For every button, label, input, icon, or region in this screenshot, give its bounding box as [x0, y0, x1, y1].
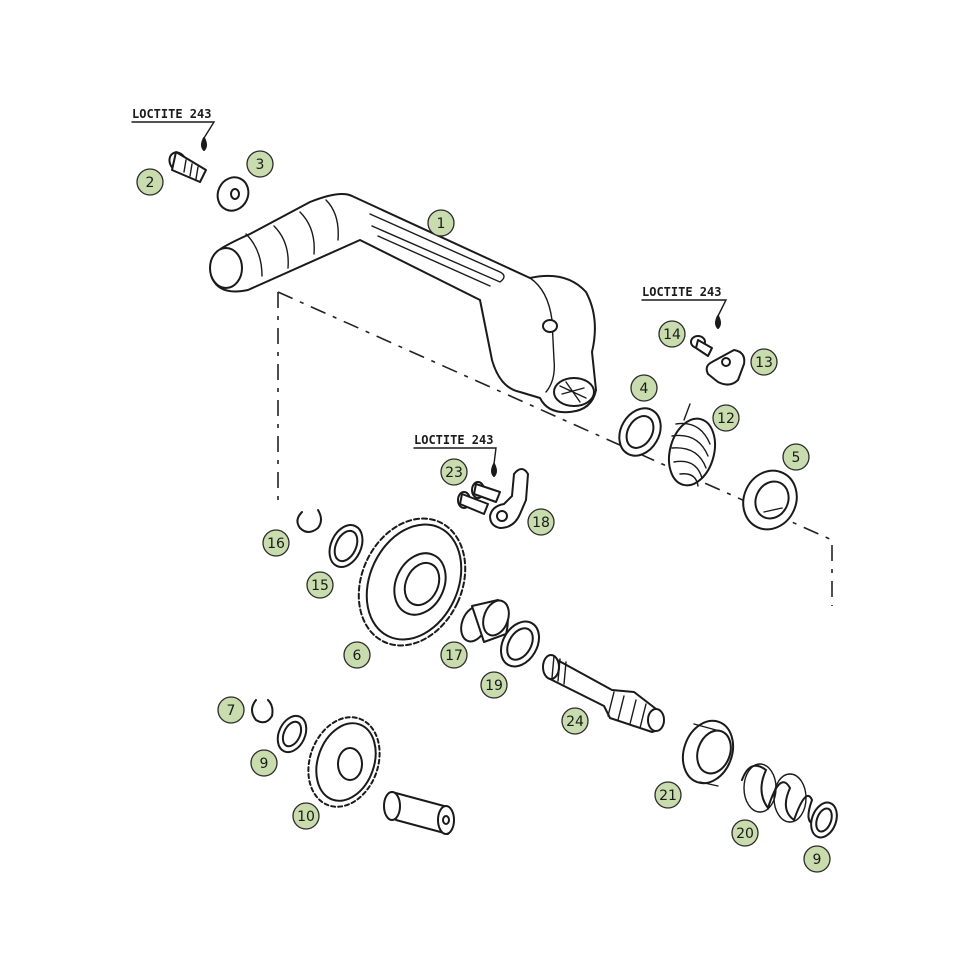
callout-circle [427, 209, 455, 237]
callout-circle [561, 707, 589, 735]
callout-9: 9 [803, 845, 831, 873]
sleeve [383, 791, 455, 835]
callout-1: 1 [427, 209, 455, 237]
callout-number: 15 [311, 578, 329, 594]
callout-9: 9 [250, 749, 278, 777]
callout-number: 9 [813, 852, 822, 868]
callout-number: 2 [146, 175, 155, 191]
callout-number: 6 [353, 648, 362, 664]
callout-6: 6 [343, 641, 371, 669]
callout-circle [440, 641, 468, 669]
callout-number: 10 [297, 809, 315, 825]
bolts [457, 481, 501, 515]
callout-circle [731, 819, 759, 847]
callout-2: 2 [136, 168, 164, 196]
circlip [296, 509, 322, 533]
kickstarter-gear [357, 517, 467, 647]
callout-20: 20 [731, 819, 759, 847]
callout-10: 10 [292, 802, 320, 830]
assembly-guide-line [277, 291, 833, 606]
callout-circle [292, 802, 320, 830]
callout-15: 15 [306, 571, 334, 599]
callout-number: 16 [267, 536, 285, 552]
callout-number: 9 [260, 756, 269, 772]
washer-right [810, 801, 838, 839]
idler-gear [307, 716, 381, 808]
callout-13: 13 [750, 348, 778, 376]
callout-number: 24 [566, 714, 584, 730]
washer-left [276, 714, 308, 754]
spring-cover [742, 469, 798, 531]
torsion-spring [667, 403, 717, 487]
washer [216, 176, 250, 212]
callout-circle [217, 696, 245, 724]
callout-12: 12 [712, 404, 740, 432]
callout-5: 5 [782, 443, 810, 471]
callout-circle [630, 374, 658, 402]
callout-circle [712, 404, 740, 432]
ratchet-gear [681, 719, 735, 787]
callout-3: 3 [246, 150, 274, 178]
loctite-label-1: LOCTITE 243 [131, 107, 216, 151]
callout-circle [440, 458, 468, 486]
callout-number: 19 [485, 678, 503, 694]
callout-circle [527, 508, 555, 536]
callout-16: 16 [262, 529, 290, 557]
circlip-small [251, 699, 274, 724]
callout-7: 7 [217, 696, 245, 724]
bolt [690, 335, 713, 357]
callout-circle [750, 348, 778, 376]
callout-21: 21 [654, 781, 682, 809]
ratchet-pawl [489, 468, 529, 529]
kickstarter-shaft [542, 654, 665, 733]
callout-circle [343, 641, 371, 669]
callout-number: 7 [227, 703, 236, 719]
callout-24: 24 [561, 707, 589, 735]
callout-circle [262, 529, 290, 557]
loctite-text: LOCTITE 243 [642, 285, 721, 299]
callout-number: 3 [256, 157, 265, 173]
loctite-text: LOCTITE 243 [132, 107, 211, 121]
callout-circle [803, 845, 831, 873]
callout-number: 5 [792, 450, 801, 466]
screw [168, 151, 207, 183]
callout-18: 18 [527, 508, 555, 536]
callout-circle [306, 571, 334, 599]
callout-circle [654, 781, 682, 809]
washer-thin [328, 524, 364, 568]
callout-number: 17 [445, 648, 463, 664]
compression-spring [741, 763, 815, 825]
callout-circle [480, 671, 508, 699]
callout-17: 17 [440, 641, 468, 669]
callout-circle [136, 168, 164, 196]
callout-19: 19 [480, 671, 508, 699]
callout-4: 4 [630, 374, 658, 402]
callout-number: 21 [659, 788, 677, 804]
callout-number: 4 [640, 381, 649, 397]
bracket [705, 349, 746, 386]
loctite-text: LOCTITE 243 [414, 433, 493, 447]
callout-number: 20 [736, 826, 754, 842]
callout-circle [246, 150, 274, 178]
callout-circle [250, 749, 278, 777]
callout-number: 12 [717, 411, 735, 427]
washer-medium [500, 620, 540, 668]
callout-circle [658, 320, 686, 348]
kickstart-lever [209, 193, 597, 414]
callout-number: 1 [437, 216, 446, 232]
loctite-label-3: LOCTITE 243 [413, 433, 497, 477]
callout-number: 18 [532, 515, 550, 531]
callout-number: 14 [663, 327, 681, 343]
loctite-label-2: LOCTITE 243 [641, 285, 728, 329]
callout-14: 14 [658, 320, 686, 348]
callout-23: 23 [440, 458, 468, 486]
callout-number: 23 [445, 465, 463, 481]
washer-large [618, 407, 662, 457]
callout-number: 13 [755, 355, 773, 371]
callout-circle [782, 443, 810, 471]
